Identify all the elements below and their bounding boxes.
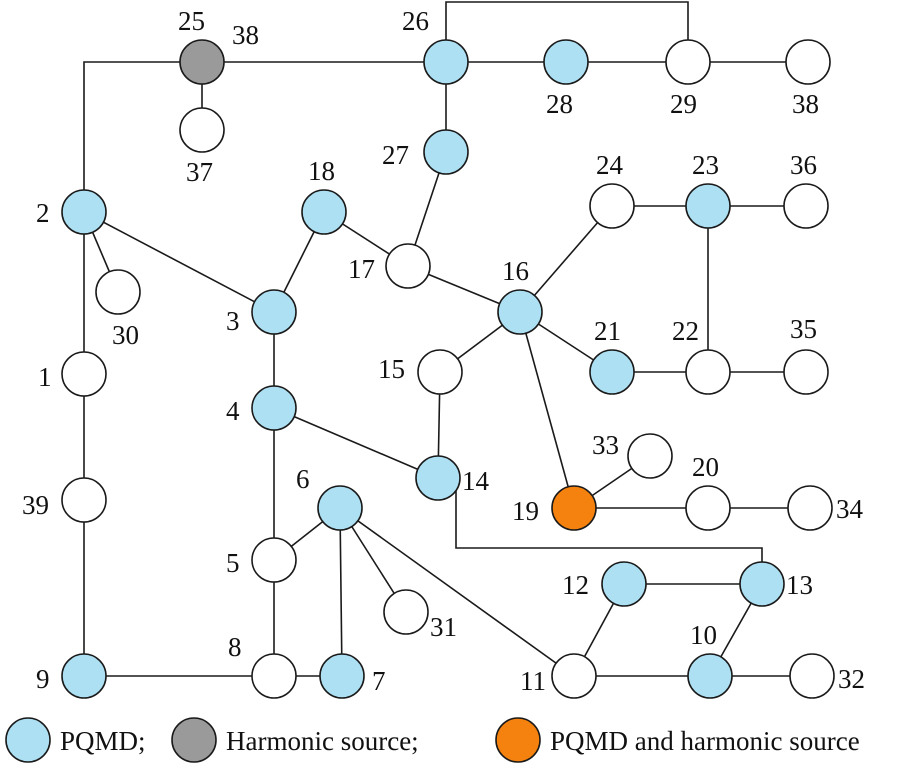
edge-2-3 bbox=[83, 211, 275, 313]
bus-node-32 bbox=[789, 653, 835, 699]
bus-node-33 bbox=[627, 433, 673, 479]
bus-node-31 bbox=[383, 589, 429, 635]
bus-node-39 bbox=[61, 477, 107, 523]
bus-node-10 bbox=[687, 653, 733, 699]
bus-label-25: 25 bbox=[178, 6, 205, 36]
bus-node-15 bbox=[417, 349, 463, 395]
bus-node-14 bbox=[415, 455, 461, 501]
bus-label-7: 7 bbox=[372, 666, 386, 696]
legend-swatch-harmonic bbox=[171, 717, 217, 763]
bus-label-16: 16 bbox=[502, 256, 529, 286]
bus-node-9 bbox=[61, 653, 107, 699]
bus-node-38a bbox=[785, 39, 831, 85]
bus-label-33: 33 bbox=[592, 430, 619, 460]
bus-label-17: 17 bbox=[348, 254, 375, 284]
bus-node-28 bbox=[543, 39, 589, 85]
bus-label-26: 26 bbox=[402, 6, 429, 36]
bus-label-20: 20 bbox=[692, 452, 719, 482]
bus-label-6: 6 bbox=[296, 464, 310, 494]
bus-label-38a: 38 bbox=[792, 89, 819, 119]
bus-label-11: 11 bbox=[520, 666, 546, 696]
bus-node-5 bbox=[251, 537, 297, 583]
bus-label-36: 36 bbox=[790, 150, 817, 180]
bus-node-8 bbox=[251, 653, 297, 699]
legend-swatch-pqmd bbox=[5, 717, 51, 763]
bus-label-31: 31 bbox=[430, 612, 457, 642]
bus-node-11 bbox=[551, 653, 597, 699]
bus-label-5: 5 bbox=[226, 548, 240, 578]
bus-node-12 bbox=[601, 561, 647, 607]
bus-node-6 bbox=[317, 485, 363, 531]
bus-label-8: 8 bbox=[228, 632, 242, 662]
bus-label-1: 1 bbox=[38, 362, 52, 392]
legend: PQMD; Harmonic source; PQMD and harmonic s… bbox=[5, 717, 860, 763]
edge-16-19 bbox=[519, 311, 575, 509]
bus-label-13: 13 bbox=[786, 570, 813, 600]
bus-label-24: 24 bbox=[596, 150, 624, 180]
bus-node-37 bbox=[179, 107, 225, 153]
bus-label-34: 34 bbox=[836, 494, 864, 524]
bus-node-26 bbox=[423, 39, 469, 85]
bus-node-20 bbox=[685, 485, 731, 531]
bus-label-10: 10 bbox=[690, 620, 717, 650]
bus-label-19: 19 bbox=[512, 496, 539, 526]
bus-label-30: 30 bbox=[112, 320, 139, 350]
bus-label-12: 12 bbox=[562, 570, 589, 600]
edge-6-7 bbox=[339, 507, 343, 677]
bus-label-18: 18 bbox=[308, 156, 335, 186]
bus-node-22 bbox=[685, 349, 731, 395]
bus-label-2: 2 bbox=[36, 198, 50, 228]
bus-node-4 bbox=[251, 385, 297, 431]
bus-node-17 bbox=[385, 243, 431, 289]
bus-label-22: 22 bbox=[672, 316, 699, 346]
bus-node-25 bbox=[179, 39, 225, 85]
legend-swatch-both bbox=[495, 717, 541, 763]
bus-node-23 bbox=[685, 183, 731, 229]
bus-label-32: 32 bbox=[838, 664, 865, 694]
legend-label-both: PQMD and harmonic source bbox=[550, 726, 860, 756]
node-layer bbox=[61, 39, 835, 699]
bus-node-34 bbox=[787, 485, 833, 531]
bus-node-2 bbox=[61, 189, 107, 235]
bus-label-29: 29 bbox=[670, 89, 697, 119]
legend-label-harmonic: Harmonic source; bbox=[226, 726, 419, 756]
bus-label-4: 4 bbox=[226, 396, 240, 426]
edge-16-24 bbox=[519, 205, 613, 313]
bus-node-1 bbox=[61, 351, 107, 397]
bus-label-21: 21 bbox=[594, 316, 621, 346]
bus-label-37: 37 bbox=[186, 157, 213, 187]
edge-2-25 bbox=[83, 61, 202, 212]
bus-label-27: 27 bbox=[382, 140, 409, 170]
bus-node-3 bbox=[251, 289, 297, 335]
bus-node-19 bbox=[551, 485, 597, 531]
bus-label-39: 39 bbox=[22, 490, 49, 520]
bus-node-35 bbox=[783, 349, 829, 395]
legend-label-pqmd: PQMD; bbox=[60, 726, 146, 756]
bus-node-7 bbox=[319, 653, 365, 699]
bus-node-21 bbox=[589, 349, 635, 395]
edge-26-29 bbox=[445, 1, 689, 62]
bus-label-9: 9 bbox=[36, 664, 50, 694]
bus-node-30 bbox=[95, 269, 141, 315]
bus-node-16 bbox=[497, 289, 543, 335]
slack-bus-label: 38 bbox=[232, 20, 259, 50]
bus-label-23: 23 bbox=[692, 150, 719, 180]
bus-node-13 bbox=[739, 561, 785, 607]
bus-node-29 bbox=[665, 39, 711, 85]
bus-node-36 bbox=[783, 183, 829, 229]
edge-layer bbox=[83, 1, 812, 677]
bus-label-35: 35 bbox=[790, 314, 817, 344]
bus-node-24 bbox=[589, 183, 635, 229]
bus-label-15: 15 bbox=[378, 354, 405, 384]
bus-label-28: 28 bbox=[546, 89, 573, 119]
bus-node-27 bbox=[423, 129, 469, 175]
bus-label-14: 14 bbox=[462, 466, 490, 496]
edge-6-11 bbox=[339, 507, 575, 677]
bus-label-3: 3 bbox=[226, 306, 240, 336]
edge-4-14 bbox=[273, 407, 439, 479]
bus-node-18 bbox=[301, 189, 347, 235]
